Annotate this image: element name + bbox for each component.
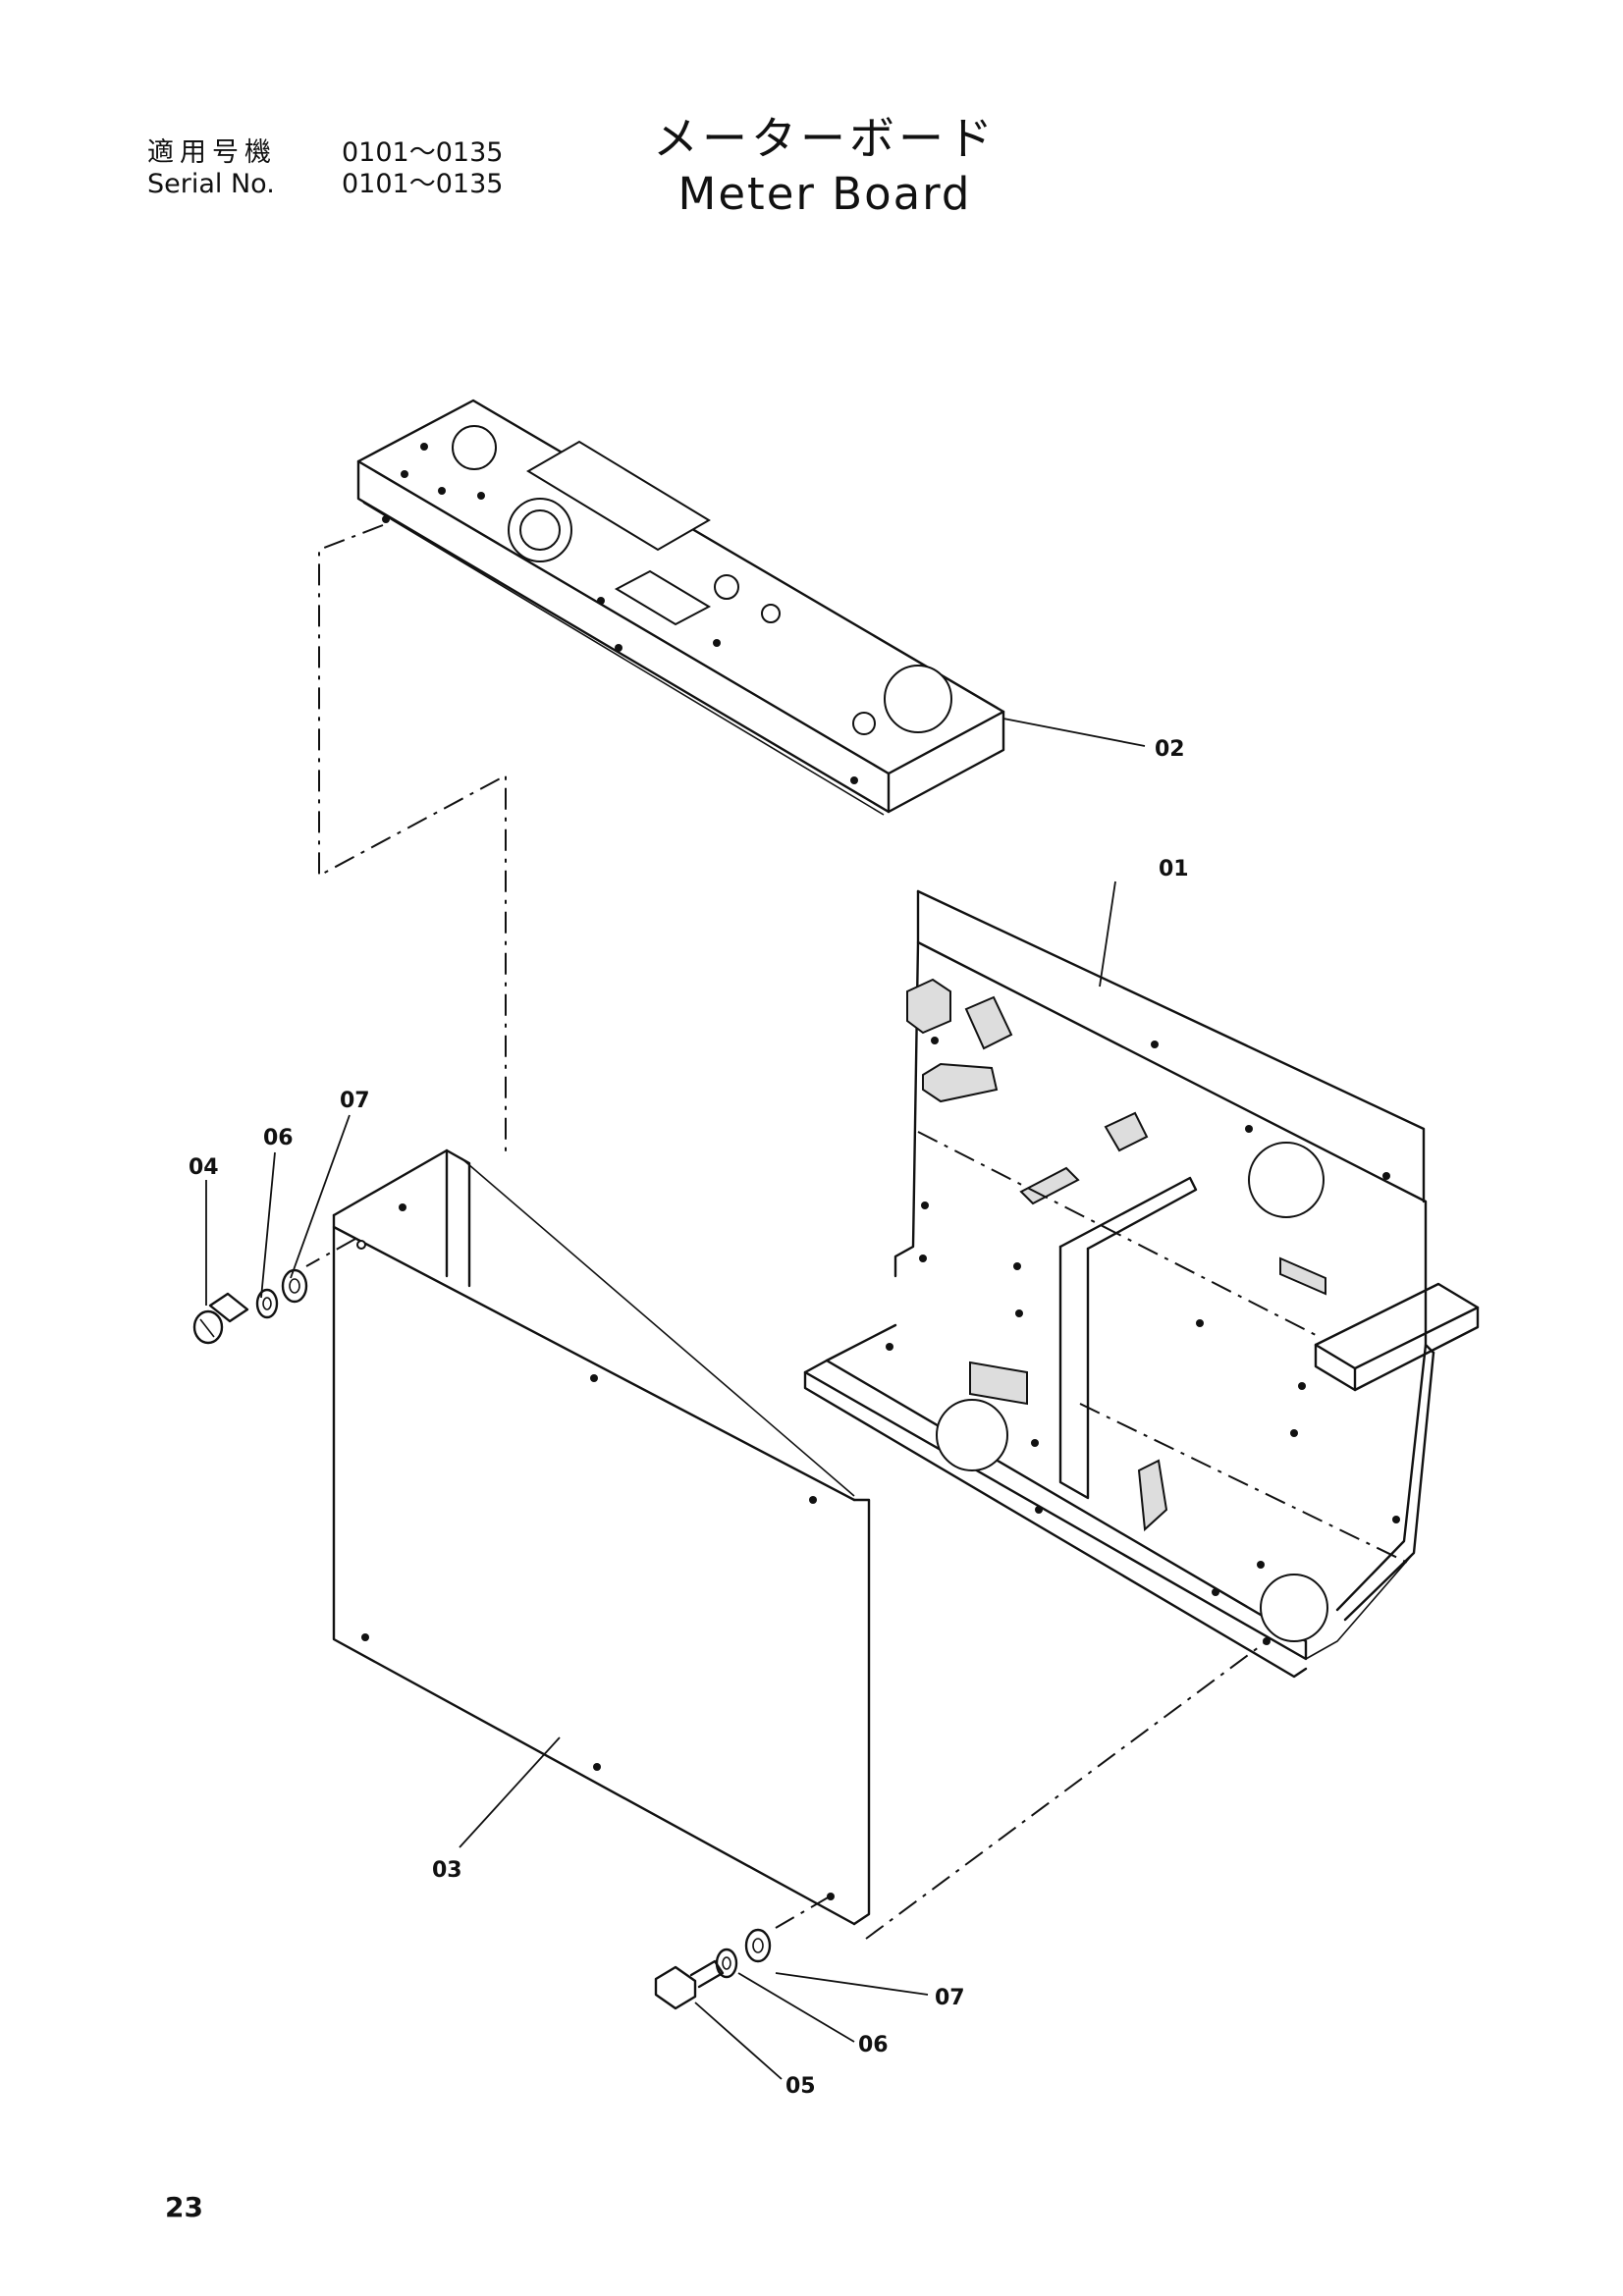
leader-lines (205, 718, 1146, 2080)
callout-04: 04 (189, 1155, 219, 1180)
serial-label-jp: 適用号機 (147, 137, 277, 168)
serial-row-jp: 適用号機 0101～0135 (147, 137, 503, 169)
callout-06-upper: 06 (263, 1126, 294, 1150)
alignment-lines (305, 524, 1268, 1940)
title-jp: メーターボード (653, 112, 997, 165)
fastener-set-upper (192, 1268, 308, 1345)
part-03-cover-panel (332, 1148, 871, 1926)
title-block: メーターボード Meter Board (648, 110, 1001, 222)
part-02-top-plate (356, 399, 1005, 816)
fastener-set-lower (654, 1928, 772, 2010)
serial-row-en: Serial No. 0101～0135 (147, 169, 503, 200)
callouts: 02 01 03 04 06 07 07 06 05 (189, 737, 1189, 2099)
callout-07-lower: 07 (935, 1986, 965, 2010)
serial-block: 適用号機 0101～0135 Serial No. 0101～0135 (147, 137, 503, 200)
callout-05: 05 (785, 2074, 816, 2099)
callout-07-upper: 07 (340, 1089, 370, 1113)
part-01-box-body (803, 889, 1480, 1679)
callout-03: 03 (432, 1858, 462, 1883)
page-number: 23 (165, 2191, 203, 2223)
serial-range-jp: 0101～0135 (342, 137, 504, 168)
title-en: Meter Board (677, 168, 972, 220)
callout-01: 01 (1159, 857, 1189, 881)
serial-label-en: Serial No. (147, 169, 275, 199)
callout-02: 02 (1155, 737, 1185, 762)
callout-06-lower: 06 (858, 2033, 889, 2057)
serial-range-en: 0101～0135 (342, 169, 504, 199)
